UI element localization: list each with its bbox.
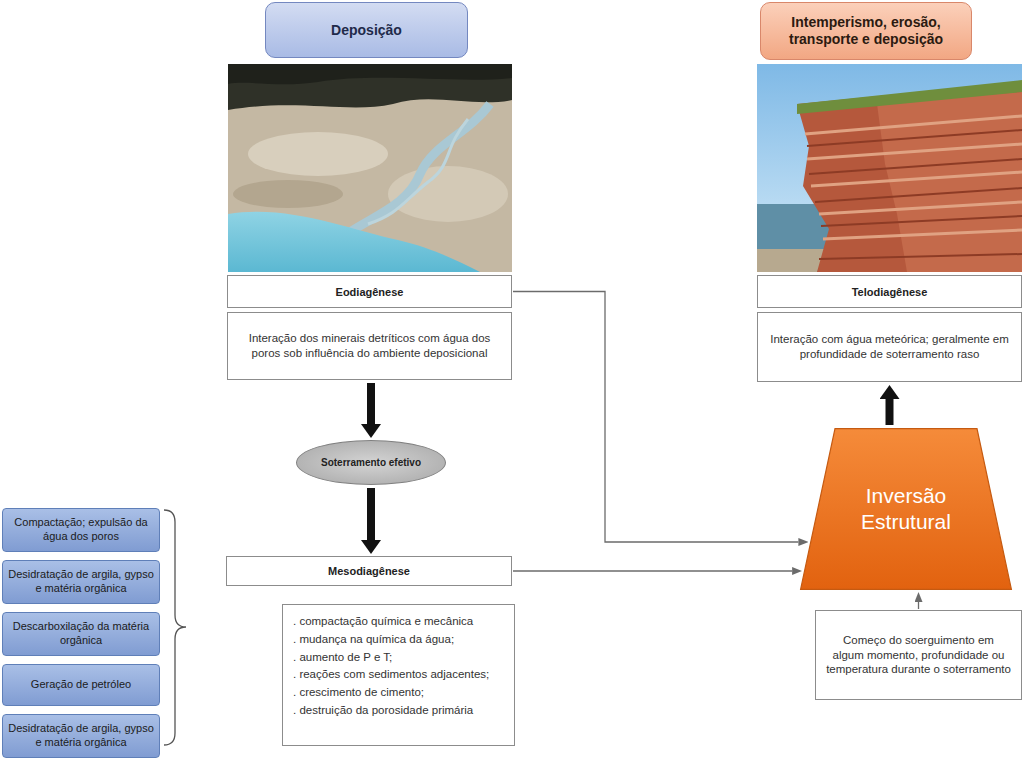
process-ellipse: Soterramento efetivo	[296, 440, 446, 485]
list-item: . compactação química e mecânica	[293, 613, 473, 631]
river-braid	[368, 119, 468, 224]
grass-top	[797, 80, 1022, 114]
beach	[757, 249, 827, 272]
connector-arrow	[513, 570, 792, 571]
phase-title: Mesodiagênese	[226, 556, 512, 586]
gravel-patch	[248, 132, 388, 176]
phase-title: Eodiagênese	[227, 275, 512, 308]
description-box: Começo do soerguimento em algum momento,…	[815, 610, 1022, 700]
node-label: Desidratação de argila, gypso e matéria …	[8, 568, 154, 596]
bracket	[164, 510, 186, 745]
node-label: Geração de petróleo	[31, 678, 131, 692]
node-label: Inversão Estrutural	[851, 483, 961, 536]
connector-arrow	[513, 292, 798, 543]
list-box: . compactação química e mecânica. mudanç…	[282, 604, 515, 746]
block-arrow	[367, 488, 375, 540]
node-label: Eodiagênese	[336, 286, 404, 298]
phase-title: Telodiagênese	[757, 275, 1022, 308]
description-box: Interação com água meteórica; geralmente…	[757, 312, 1022, 382]
node-label: Telodiagênese	[852, 286, 928, 298]
description-box: Interação dos minerais detríticos com ág…	[227, 312, 512, 380]
process-box: Desidratação de argila, gypso e matéria …	[2, 560, 160, 604]
node-label: Interação com água meteórica; geralmente…	[768, 332, 1011, 362]
node-label: Desidratação de argila, gypso e matéria …	[8, 722, 154, 750]
stage-header: Intemperismo, erosão, transporte e depos…	[760, 2, 972, 60]
trapezoid-shape	[800, 428, 1012, 590]
stage-header: Deposição	[265, 2, 468, 58]
forest-hills	[228, 64, 512, 110]
cliff-photo	[757, 64, 1022, 272]
process-box: Descarboxilação da matéria orgânica	[2, 612, 160, 656]
process-box: Compactação; expulsão da água dos poros	[2, 508, 160, 552]
list-item: . mudança na química da água;	[293, 631, 454, 649]
node-label: Intemperismo, erosão, transporte e depos…	[771, 14, 961, 49]
river-photo	[228, 64, 512, 272]
gravel-plain	[228, 64, 512, 272]
node-label: Soterramento efetivo	[321, 457, 421, 468]
process-box: Desidratação de argila, gypso e matéria …	[2, 714, 160, 758]
forest-hills	[228, 64, 512, 84]
node-label: Mesodiagênese	[328, 565, 410, 577]
node-label: Interação dos minerais detríticos com ág…	[238, 331, 501, 361]
process-box: Geração de petróleo	[2, 664, 160, 706]
list-item: . crescimento de cimento;	[293, 684, 424, 702]
lake	[228, 212, 480, 272]
block-arrow	[886, 399, 894, 425]
connector-arrow	[918, 602, 919, 609]
list-item: . reações com sedimentos adjacentes;	[293, 666, 489, 684]
gravel-patch	[233, 180, 343, 208]
node-label: Descarboxilação da matéria orgânica	[8, 620, 154, 648]
sky	[757, 64, 1022, 272]
list-item: . destruição da porosidade primária	[293, 702, 473, 720]
node-label: Começo do soerguimento em algum momento,…	[826, 633, 1011, 678]
node-label: Deposição	[331, 22, 402, 38]
block-arrow	[367, 383, 375, 424]
trapezoid-outline	[801, 429, 1012, 590]
rock-layers	[807, 130, 1022, 259]
node-label: Compactação; expulsão da água dos poros	[8, 516, 154, 544]
trapezoid-box: Inversão Estrutural	[800, 428, 1012, 590]
list-item: . aumento de P e T;	[293, 649, 392, 667]
